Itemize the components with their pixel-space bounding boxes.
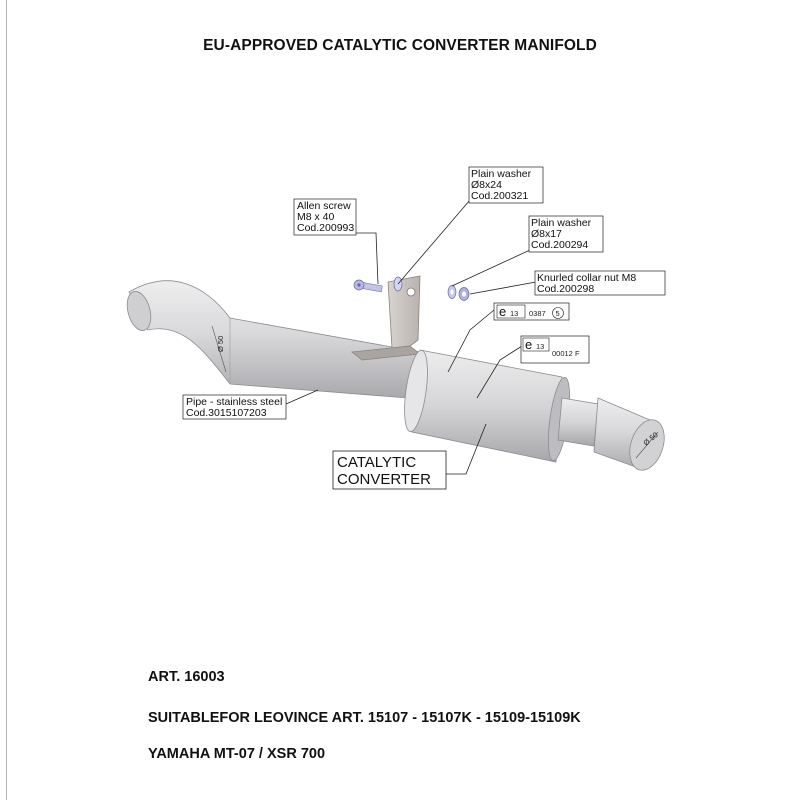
pipe-diameter-label: Ø 50: [216, 336, 225, 352]
label-catalytic-converter: CATALYTIC CONVERTER: [332, 450, 447, 490]
left-border: [6, 0, 7, 800]
svg-text:CONVERTER: CONVERTER: [337, 471, 431, 488]
vehicle-model: YAMAHA MT-07 / XSR 700: [148, 746, 326, 762]
outlet-diameter-line: [635, 431, 659, 459]
svg-text:e: e: [499, 304, 506, 319]
plain-washer-small: [447, 285, 457, 299]
svg-text:5: 5: [556, 309, 560, 318]
svg-text:Cod.200321: Cod.200321: [471, 190, 528, 202]
knurled-collar-nut: [458, 287, 470, 301]
svg-text:Ø8x24: Ø8x24: [471, 179, 502, 191]
inlet-pipe: Ø 50: [126, 280, 421, 399]
svg-text:Cod.200294: Cod.200294: [531, 239, 588, 251]
svg-text:Allen screw: Allen screw: [297, 200, 351, 212]
article-number: ART. 16003: [148, 669, 225, 685]
svg-text:M8 x 40: M8 x 40: [297, 211, 335, 223]
svg-text:Cod.200993: Cod.200993: [297, 222, 354, 234]
svg-text:Knurled collar nut M8: Knurled collar nut M8: [537, 272, 636, 284]
svg-text:00012 F: 00012 F: [552, 349, 580, 358]
pipe-diameter-line: [211, 325, 227, 373]
approval-mark-2: e 13 00012 F: [520, 335, 590, 364]
svg-text:0387: 0387: [529, 309, 546, 318]
svg-text:13: 13: [510, 309, 518, 318]
approval-mark-1: e 13 0387 5: [493, 302, 570, 321]
compatibility-text: SUITABLEFOR LEOVINCE ART. 15107 - 15107K…: [148, 710, 581, 726]
svg-text:Plain washer: Plain washer: [531, 217, 592, 229]
svg-text:Ø8x17: Ø8x17: [531, 228, 562, 240]
svg-text:CATALYTIC: CATALYTIC: [337, 454, 416, 471]
svg-text:Plain washer: Plain washer: [471, 168, 532, 180]
label-pipe: Pipe - stainless steel Cod.3015107203: [182, 394, 287, 420]
allen-screw: [353, 279, 383, 293]
catalytic-converter-body: Ø 50: [404, 349, 665, 471]
label-knurled-nut: Knurled collar nut M8 Cod.200298: [534, 270, 666, 296]
page-title: EU-APPROVED CATALYTIC CONVERTER MANIFOLD: [203, 37, 597, 54]
label-plain-washer-large: Plain washer Ø8x24 Cod.200321: [468, 166, 544, 204]
label-allen-screw: Allen screw M8 x 40 Cod.200993: [293, 198, 357, 236]
svg-text:e: e: [525, 337, 532, 352]
label-plain-washer-small: Plain washer Ø8x17 Cod.200294: [528, 215, 604, 253]
svg-text:Cod.200298: Cod.200298: [537, 283, 594, 295]
svg-text:Cod.3015107203: Cod.3015107203: [186, 407, 267, 419]
svg-text:13: 13: [536, 342, 544, 351]
svg-text:Pipe - stainless steel: Pipe - stainless steel: [186, 396, 282, 408]
